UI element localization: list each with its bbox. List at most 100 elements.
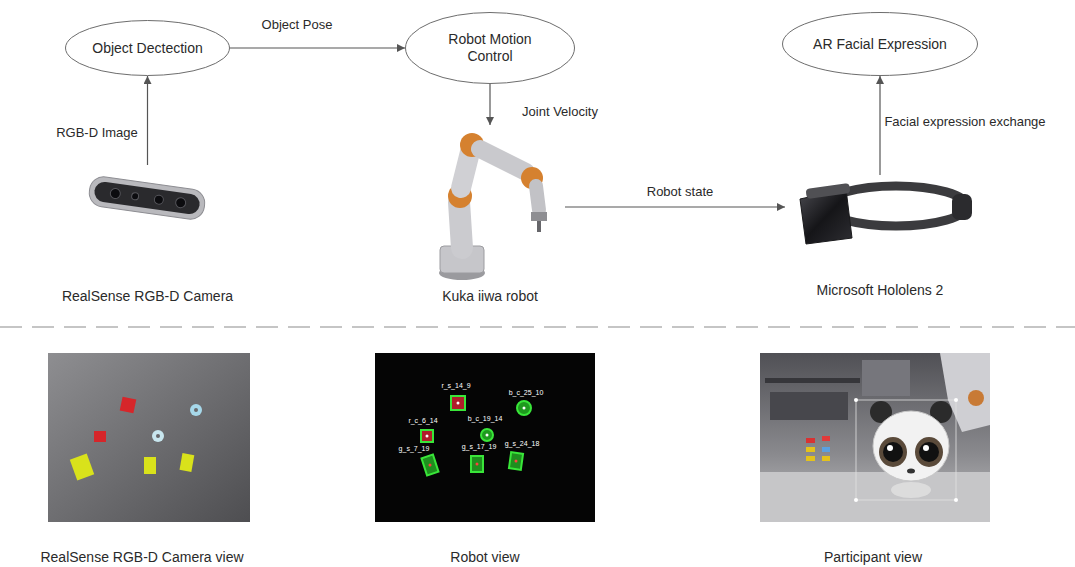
edge-label: Object Pose: [260, 17, 335, 33]
robot-flange: [531, 212, 547, 221]
small-block: [822, 456, 830, 461]
ellipse-shape: [406, 13, 575, 84]
robot-tool: [537, 221, 541, 232]
panda-eye: [883, 442, 903, 462]
lab-equipment: [770, 392, 848, 420]
detected-slab: [471, 456, 483, 472]
edge-label-box: Joint Velocity: [520, 104, 600, 120]
flow-arrow: [879, 76, 880, 175]
detected-center: [426, 435, 429, 438]
ring-hole: [194, 408, 198, 412]
detected-cylinder: [481, 429, 493, 441]
ar-handle: [954, 398, 958, 402]
detection-tag: b_c_19_14: [468, 415, 503, 423]
camera-lens: [175, 197, 186, 208]
small-block: [806, 447, 815, 452]
detection-tag-box: g_s_17_19: [462, 443, 497, 451]
small-block: [806, 456, 815, 461]
ar-handle: [954, 498, 958, 502]
lab-shelf: [765, 378, 860, 383]
node-text-box: Kuka iiwa robot: [442, 288, 538, 305]
process-ellipse: Object Dectection: [65, 20, 230, 76]
robot-view-image: [375, 353, 595, 522]
ar-bounding-box: [856, 400, 956, 500]
table-surface: [760, 472, 990, 522]
robot-arm-illustration: [439, 133, 547, 280]
panda-head: [873, 411, 949, 481]
detection-tag-box: b_c_25_10: [509, 389, 544, 397]
node-label: Robot Motion Control: [440, 31, 540, 65]
image-caption-box: Participant view: [824, 549, 922, 566]
ellipse-shape: [783, 13, 978, 76]
hololens-back-pad: [952, 194, 972, 220]
detected-center: [515, 460, 518, 463]
image-caption-box: RealSense RGB-D Camera view: [40, 549, 243, 566]
node-text-box: AR Facial Expression: [813, 36, 947, 53]
yellow-block: [70, 454, 94, 481]
panda-eye-highlight: [923, 445, 929, 451]
camera-face: [93, 181, 201, 216]
photo-ground: [375, 353, 595, 522]
detected-center: [486, 434, 489, 437]
node-text-box: RealSense RGB-D Camera: [62, 288, 233, 305]
ar-handle: [854, 398, 858, 402]
detection-tag: r_c_6_14: [408, 417, 437, 425]
robot-link: [459, 202, 462, 248]
detection-tag: g_s_17_19: [462, 443, 497, 451]
node-label: Microsoft Hololens 2: [817, 282, 944, 299]
node-text-box: Object Dectection: [92, 40, 203, 57]
node-text-box: Robot Motion Control: [440, 31, 540, 65]
camera-lens: [110, 188, 121, 199]
robot-link: [536, 186, 539, 210]
panda-eye: [919, 442, 939, 462]
detected-center: [523, 407, 526, 410]
image-caption: Robot view: [450, 549, 519, 566]
detection-tag-box: g_s_7_19: [399, 445, 430, 453]
photo-ground: [48, 353, 250, 522]
edge-label-box: RGB-D Image: [54, 125, 140, 141]
node-label: RealSense RGB-D Camera: [62, 288, 233, 305]
edge-label: Facial expression exchange: [882, 114, 1047, 130]
detected-center: [457, 402, 460, 405]
robot-joint-in-view: [968, 390, 984, 406]
section-divider: [0, 326, 1075, 327]
device-node: Kuka iiwa robot: [415, 125, 565, 305]
ellipse-shape: [66, 21, 230, 76]
small-block: [806, 438, 815, 443]
process-ellipse: Robot Motion Control: [405, 12, 575, 84]
flow-arrow: [489, 84, 490, 125]
small-block: [822, 436, 830, 441]
detected-center: [429, 464, 432, 467]
camera-view-image: [48, 353, 250, 522]
detection-tag: g_s_24_18: [505, 440, 540, 448]
node-label: Object Dectection: [92, 40, 203, 57]
image-caption-box: Robot view: [450, 549, 519, 566]
edge-label: RGB-D Image: [54, 125, 140, 141]
process-ellipse: AR Facial Expression: [782, 12, 978, 76]
photo-ground: [760, 353, 990, 522]
image-caption: Participant view: [824, 549, 922, 566]
detection-tag: r_s_14_9: [441, 382, 470, 390]
lab-monitor: [862, 360, 910, 396]
detection-tag-box: r_c_6_14: [408, 417, 437, 425]
blue-ring: [190, 404, 202, 416]
ar-handle: [854, 498, 858, 502]
detection-tag: b_c_25_10: [509, 389, 544, 397]
detected-square: [421, 430, 433, 442]
edge-label-box: Robot state: [645, 184, 716, 200]
node-text-box: Microsoft Hololens 2: [817, 282, 944, 299]
detected-square: [451, 396, 465, 410]
edge-label-box: Object Pose: [260, 17, 335, 33]
detection-tag-box: b_c_19_14: [468, 415, 503, 423]
device-node: RealSense RGB-D Camera: [60, 165, 235, 305]
participant-view-image: [760, 353, 990, 522]
red-block: [120, 397, 137, 414]
detected-center: [476, 463, 479, 466]
red-block: [94, 431, 106, 442]
panda-nose: [907, 469, 915, 474]
flow-arrow: [147, 76, 148, 165]
node-label: AR Facial Expression: [813, 36, 947, 53]
camera-illustration: [87, 175, 206, 221]
camera-lens: [131, 192, 139, 200]
